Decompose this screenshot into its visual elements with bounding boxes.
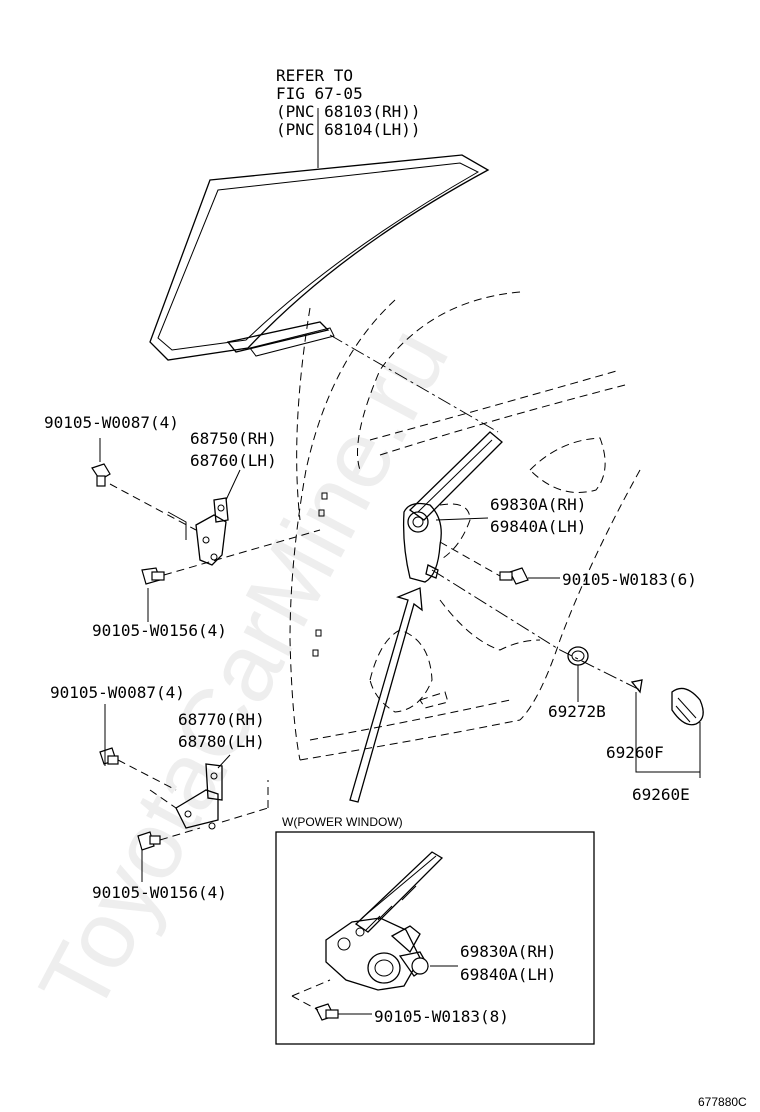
- inset-label-regulator-lh: 69840A(LH): [460, 965, 556, 984]
- label-regulator-rh: 69830A(RH): [490, 495, 586, 514]
- figure-code: 677880C: [698, 1095, 747, 1109]
- door-glass: [149, 154, 490, 361]
- inset-power-window: W(POWER WINDOW) 69830A(RH) 69840A(LH) 90…: [275, 815, 595, 1045]
- label-cylinder-f: 69260F: [606, 743, 664, 762]
- lower-hinge: [149, 763, 269, 830]
- refer-note-line3: (PNC 68103(RH)): [276, 102, 421, 121]
- label-cylinder-e: 69260E: [632, 785, 690, 804]
- label-plug: 69272B: [548, 702, 606, 721]
- label-hinge-upper-rh: 68750(RH): [190, 429, 277, 448]
- inset-label-regulator-rh: 69830A(RH): [460, 942, 556, 961]
- location-arrow: [349, 587, 423, 803]
- label-bolt-lower-hinge-top: 90105-W0087(4): [50, 683, 185, 702]
- bolt-regulator: [499, 567, 529, 585]
- label-bolt-lower-hinge-bottom: 90105-W0156(4): [92, 883, 227, 902]
- bolt-upper-hinge-bottom: [141, 567, 165, 585]
- refer-note-line1: REFER TO: [276, 66, 353, 85]
- inset-title: W(POWER WINDOW): [282, 815, 403, 829]
- window-regulator: [402, 431, 503, 583]
- label-hinge-lower-lh: 68780(LH): [178, 732, 265, 751]
- refer-note: REFER TO FIG 67-05 (PNC 68103(RH)) (PNC …: [276, 66, 421, 139]
- label-regulator-bolt: 90105-W0183(6): [562, 570, 697, 589]
- lock-cylinder: [630, 679, 704, 726]
- refer-note-line4: (PNC 68104(LH)): [276, 120, 421, 139]
- label-bolt-upper-hinge-bottom: 90105-W0156(4): [92, 621, 227, 640]
- label-hinge-lower-rh: 68770(RH): [178, 710, 265, 729]
- refer-note-line2: FIG 67-05: [276, 84, 363, 103]
- upper-hinge: [167, 497, 229, 566]
- label-bolt-upper-hinge-top: 90105-W0087(4): [44, 413, 179, 432]
- label-regulator-lh: 69840A(LH): [490, 517, 586, 536]
- bolt-lower-hinge-top: [99, 747, 119, 765]
- label-hinge-upper-lh: 68760(LH): [190, 451, 277, 470]
- bolt-upper-hinge-top: [91, 463, 111, 487]
- bolt-lower-hinge-bottom: [137, 831, 161, 851]
- inset-label-bolt: 90105-W0183(8): [374, 1007, 509, 1026]
